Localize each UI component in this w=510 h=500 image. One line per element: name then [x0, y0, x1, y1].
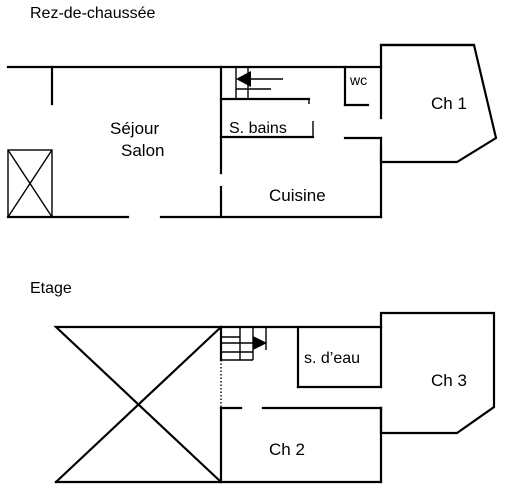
ground-floor-title: Rez-de-chaussée: [30, 5, 156, 22]
ground-stair-icon: [235, 67, 283, 99]
room-label-ch1: Ch 1: [431, 94, 467, 113]
room-label-ch2: Ch 2: [269, 440, 305, 459]
stair-arrow-icon: [253, 336, 267, 350]
room-label-cuisine: Cuisine: [269, 186, 326, 205]
ground-floor-walls: [6, 65, 383, 219]
upper-floor-walls: [54, 325, 383, 484]
upper-void-cross-icon: [53, 325, 223, 484]
room-label-sejour: Séjour: [110, 119, 159, 138]
upper-floor-title: Etage: [30, 280, 72, 297]
upper-floor-plan: Etage: [30, 280, 496, 484]
ch1-outline: [379, 43, 498, 164]
room-label-seau: s. d’eau: [304, 350, 360, 367]
upper-stair-icon: [221, 327, 267, 361]
ground-void-cross-icon: [7, 149, 53, 218]
room-label-ch3: Ch 3: [431, 371, 467, 390]
room-label-salon: Salon: [121, 141, 164, 160]
room-label-wc: wc: [349, 72, 367, 88]
ground-floor-plan: Rez-de-chaussée: [6, 5, 498, 219]
stair-arrow-icon: [236, 71, 251, 87]
room-label-sbains: S. bains: [229, 120, 287, 137]
ch3-outline: [379, 311, 496, 435]
